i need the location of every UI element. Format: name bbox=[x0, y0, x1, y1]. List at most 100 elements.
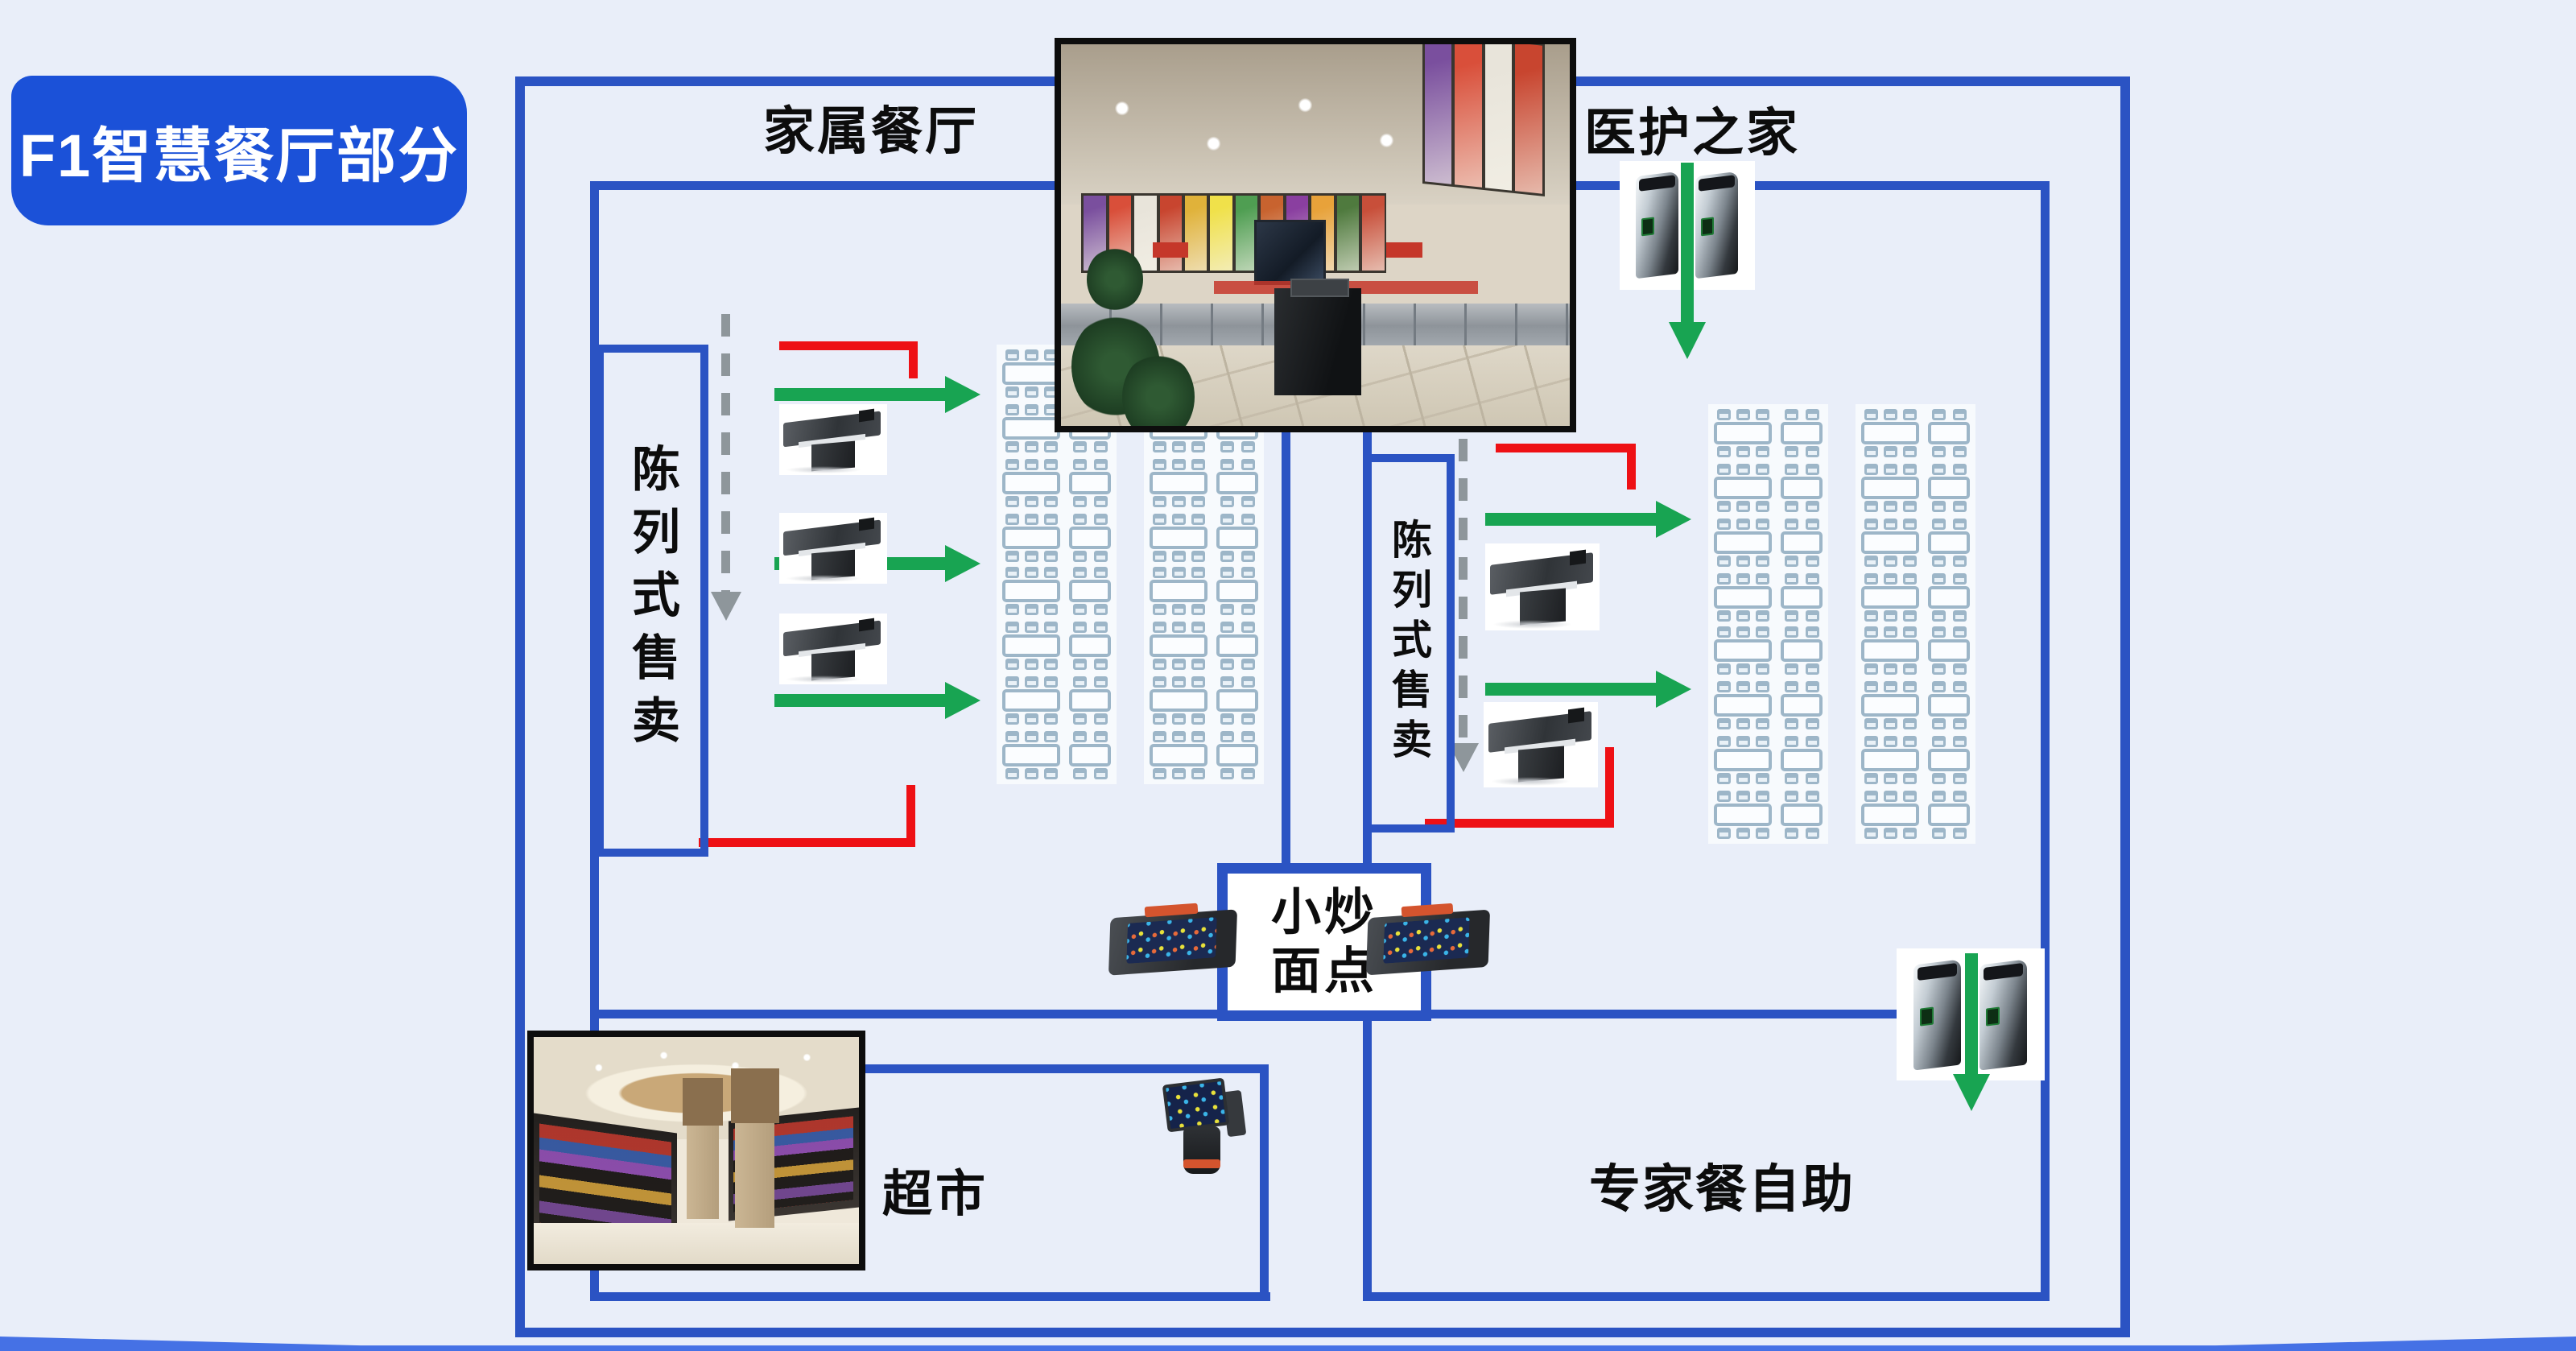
plant-icon bbox=[1086, 246, 1143, 312]
chair-icon bbox=[1171, 676, 1186, 688]
green-arrow-left-1-head bbox=[945, 376, 980, 413]
chair-icon bbox=[1220, 551, 1234, 562]
dining-table-icon bbox=[1928, 573, 1970, 622]
dining-table-icon bbox=[1150, 731, 1208, 779]
chair-icon bbox=[1716, 446, 1731, 457]
chair-icon bbox=[1043, 731, 1058, 742]
chair-icon bbox=[1093, 567, 1108, 578]
chair-icon bbox=[1784, 501, 1798, 512]
menu-board-icon bbox=[1362, 195, 1385, 271]
expert-buffet-box bbox=[1363, 1010, 2050, 1301]
chair-icon bbox=[1883, 409, 1897, 420]
chair-icon bbox=[1241, 713, 1255, 725]
chair-icon bbox=[1952, 519, 1967, 530]
chair-icon bbox=[1952, 556, 1967, 567]
chair-icon bbox=[1883, 556, 1897, 567]
chair-icon bbox=[1093, 459, 1108, 470]
dining-table-icon bbox=[1002, 349, 1060, 398]
checkout-counter-image-right-1 bbox=[1485, 543, 1600, 630]
dining-table-icon bbox=[1781, 464, 1823, 512]
chair-icon bbox=[1072, 551, 1087, 562]
dining-table-icon bbox=[1069, 459, 1111, 507]
dining-table-icon bbox=[1002, 459, 1060, 507]
chair-icon bbox=[1952, 736, 1967, 747]
chair-icon bbox=[1784, 409, 1798, 420]
chair-icon bbox=[1171, 441, 1186, 452]
dining-table-icon bbox=[1861, 409, 1919, 457]
chair-icon bbox=[1805, 501, 1819, 512]
chair-icon bbox=[1736, 681, 1750, 692]
dining-table-icon bbox=[1216, 731, 1258, 779]
green-arrow-down-bottom-head bbox=[1953, 1074, 1990, 1111]
chair-icon bbox=[1171, 496, 1186, 507]
red-line-right-top-v bbox=[1627, 444, 1636, 490]
chair-icon bbox=[1220, 567, 1234, 578]
red-line-left-bottom-v bbox=[906, 785, 915, 847]
chair-icon bbox=[1093, 713, 1108, 725]
chair-icon bbox=[1931, 681, 1946, 692]
chair-icon bbox=[1755, 464, 1769, 475]
chair-icon bbox=[1024, 551, 1038, 562]
chair-icon bbox=[1093, 622, 1108, 633]
family-dining-box bbox=[590, 181, 1290, 1018]
chair-icon bbox=[1902, 791, 1917, 802]
chair-icon bbox=[1220, 459, 1234, 470]
dining-table-icon bbox=[1714, 736, 1772, 784]
chair-icon bbox=[1784, 464, 1798, 475]
chair-icon bbox=[1805, 573, 1819, 585]
chair-icon bbox=[1171, 731, 1186, 742]
chair-icon bbox=[1864, 464, 1878, 475]
chair-icon bbox=[1864, 409, 1878, 420]
chair-icon bbox=[1755, 663, 1769, 675]
chair-icon bbox=[1902, 610, 1917, 622]
chair-icon bbox=[1152, 514, 1166, 525]
chair-icon bbox=[1152, 459, 1166, 470]
chair-icon bbox=[1024, 386, 1038, 398]
chair-icon bbox=[1241, 768, 1255, 779]
chair-icon bbox=[1024, 349, 1038, 361]
dining-table-icon bbox=[1781, 573, 1823, 622]
chair-icon bbox=[1171, 459, 1186, 470]
green-arrow-right-1 bbox=[1485, 513, 1656, 526]
dining-table-icon bbox=[1781, 681, 1823, 729]
chair-icon bbox=[1024, 622, 1038, 633]
label-expert-buffet: 专家餐自助 bbox=[1589, 1160, 1855, 1218]
dining-table-icon bbox=[1714, 573, 1772, 622]
chair-icon bbox=[1043, 713, 1058, 725]
dining-table-icon bbox=[1002, 622, 1060, 670]
chair-icon bbox=[1736, 519, 1750, 530]
dining-table-icon bbox=[1002, 731, 1060, 779]
chair-icon bbox=[1883, 681, 1897, 692]
chair-icon bbox=[1152, 441, 1166, 452]
chair-icon bbox=[1093, 659, 1108, 670]
chair-icon bbox=[1736, 446, 1750, 457]
photo-floor bbox=[534, 1223, 859, 1264]
chair-icon bbox=[1931, 501, 1946, 512]
red-line-left-bottom-h bbox=[699, 838, 915, 847]
dining-table-icon bbox=[1928, 681, 1970, 729]
turnstile-gate-icon bbox=[1979, 959, 2028, 1070]
chair-icon bbox=[1952, 791, 1967, 802]
chair-icon bbox=[1093, 676, 1108, 688]
chair-icon bbox=[1931, 626, 1946, 638]
chair-icon bbox=[1902, 736, 1917, 747]
chair-icon bbox=[1736, 501, 1750, 512]
chair-icon bbox=[1220, 604, 1234, 615]
chair-icon bbox=[1805, 773, 1819, 784]
chair-icon bbox=[1152, 731, 1166, 742]
green-arrow-left-1 bbox=[774, 388, 945, 401]
chair-icon bbox=[1784, 446, 1798, 457]
chair-icon bbox=[1241, 604, 1255, 615]
chair-icon bbox=[1005, 604, 1019, 615]
chair-icon bbox=[1952, 446, 1967, 457]
chair-icon bbox=[1171, 768, 1186, 779]
chair-icon bbox=[1755, 610, 1769, 622]
dining-table-icon bbox=[1150, 622, 1208, 670]
chair-icon bbox=[1784, 828, 1798, 839]
chair-icon bbox=[1241, 459, 1255, 470]
chair-icon bbox=[1883, 718, 1897, 729]
chair-icon bbox=[1736, 464, 1750, 475]
chair-icon bbox=[1072, 514, 1087, 525]
chair-icon bbox=[1805, 446, 1819, 457]
chair-icon bbox=[1952, 464, 1967, 475]
